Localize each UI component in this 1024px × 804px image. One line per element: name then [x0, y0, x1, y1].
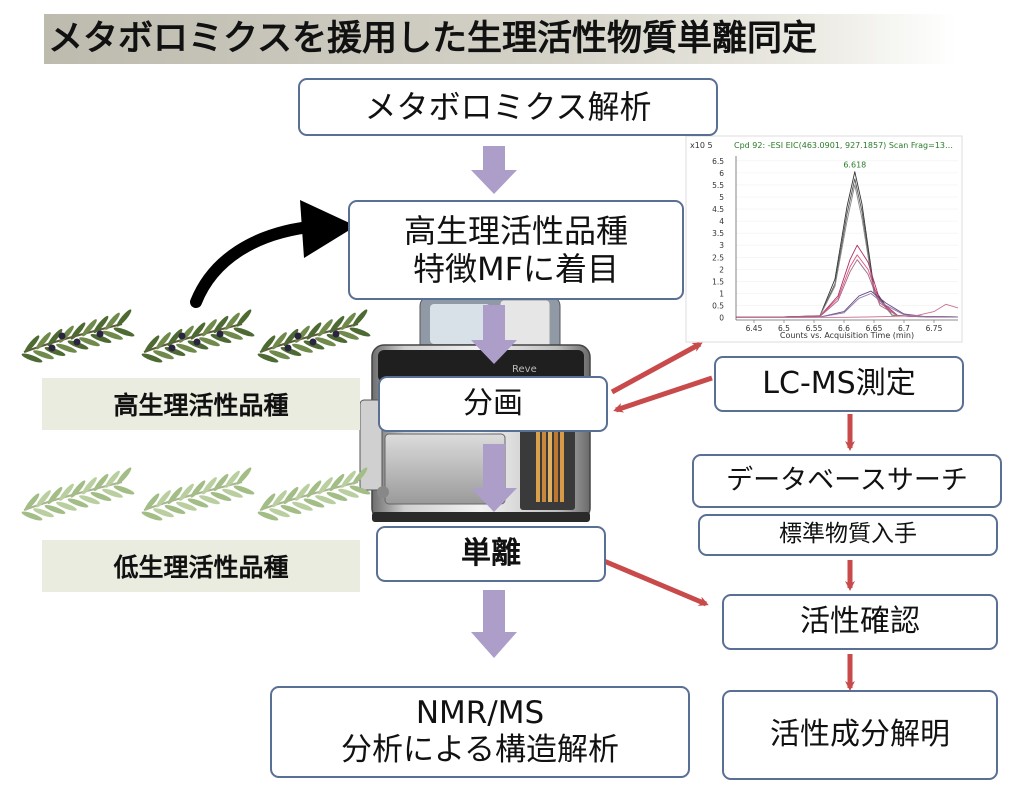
chart-y-tick-label: 2.5 — [712, 253, 724, 262]
chart-x-ticks: 6.45 6.5 6.55 6.6 6.65 6.7 6.75 — [746, 320, 943, 333]
box-high-variety-line1: 高生理活性品種 — [403, 211, 628, 250]
curved-black-arrow — [190, 200, 356, 308]
chart-x-label: Counts vs. Acquisition Time (min) — [780, 331, 914, 340]
chart-y-tick-label: 4 — [719, 217, 724, 226]
olive-branches-high — [21, 309, 371, 363]
chart-x-tick-label: 6.45 — [746, 324, 763, 333]
label-low-activity-text: 低生理活性品種 — [113, 553, 289, 582]
box-fractionation: 分画 — [378, 376, 608, 432]
box-active-component-text: 活性成分解明 — [770, 717, 950, 752]
chart-x-tick-label: 6.5 — [778, 324, 790, 333]
chart-y-tick-label: 0.5 — [712, 302, 724, 311]
box-database-search: データベースサーチ — [692, 454, 1002, 508]
purple-arrows — [471, 146, 517, 658]
box-high-variety-line2: 特徴MFに着目 — [412, 250, 620, 288]
box-isolation: 単離 — [376, 526, 606, 582]
box-nmr-ms: NMR/MS 分析による構造解析 — [270, 686, 690, 778]
box-isolation-text: 単離 — [461, 536, 521, 571]
box-lcms: LC-MS測定 — [714, 356, 964, 412]
box-metabolomics: メタボロミクス解析 — [298, 78, 718, 136]
chart-y-tick-label: 6.5 — [712, 157, 724, 166]
box-standard: 標準物質入手 — [698, 514, 998, 556]
box-standard-text: 標準物質入手 — [779, 521, 917, 548]
chart-y-tick-label: 5 — [719, 193, 724, 202]
chromatogram-chart: x10 5 Cpd 92: -ESI EIC(463.0901, 927.185… — [685, 135, 963, 343]
box-nmr-ms-line1: NMR/MS — [415, 694, 545, 731]
red-arrows — [603, 341, 855, 691]
chart-y-tick-label: 4.5 — [712, 205, 724, 214]
box-activity-check: 活性確認 — [722, 594, 998, 650]
chart-x-tick-label: 6.75 — [926, 324, 943, 333]
chart-x-tick-label: 6.7 — [898, 324, 910, 333]
chart-y-tick-label: 3.5 — [712, 229, 724, 238]
chart-peak-label: 6.618 — [843, 161, 866, 170]
chart-title: Cpd 92: -ESI EIC(463.0901, 927.1857) Sca… — [734, 141, 953, 150]
chart-y-tick-label: 0 — [719, 314, 724, 323]
chart-series-line-9 — [735, 303, 959, 319]
label-high-activity: 高生理活性品種 — [42, 378, 360, 430]
label-high-activity-text: 高生理活性品種 — [113, 391, 289, 420]
chart-y-tick-label: 6 — [719, 169, 724, 178]
box-lcms-text: LC-MS測定 — [762, 366, 916, 401]
box-activity-check-text: 活性確認 — [800, 604, 920, 639]
instrument-brand: Reve — [512, 364, 537, 375]
slide-title: メタボロミクスを援用した生理活性物質単離同定 — [48, 19, 817, 59]
chart-y-ticks: 0 0.5 1 1.5 2 2.5 3 3.5 4 4.5 5 5.5 6 6.5 — [712, 157, 724, 323]
olive-branches-low — [21, 467, 371, 521]
box-high-variety: 高生理活性品種 特徴MFに着目 — [348, 200, 684, 300]
box-metabolomics-text: メタボロミクス解析 — [364, 87, 652, 126]
box-database-search-text: データベースサーチ — [726, 464, 968, 496]
title-band — [44, 14, 956, 64]
chart-x-tick-label: 6.65 — [866, 324, 883, 333]
label-low-activity: 低生理活性品種 — [42, 540, 360, 592]
chart-y-tick-label: 2 — [719, 265, 724, 274]
chart-y-scale-label: x10 5 — [690, 141, 713, 150]
box-nmr-ms-line2: 分析による構造解析 — [340, 732, 620, 768]
chart-y-tick-label: 3 — [719, 241, 724, 250]
chart-y-tick-label: 1.5 — [712, 277, 724, 286]
box-active-component: 活性成分解明 — [722, 690, 998, 780]
chart-y-tick-label: 1 — [719, 289, 724, 298]
chart-series — [735, 171, 959, 319]
box-fractionation-text: 分画 — [463, 386, 523, 421]
chart-x-tick-label: 6.6 — [838, 324, 850, 333]
chart-x-tick-label: 6.55 — [806, 324, 823, 333]
chart-y-tick-label: 5.5 — [712, 181, 724, 190]
